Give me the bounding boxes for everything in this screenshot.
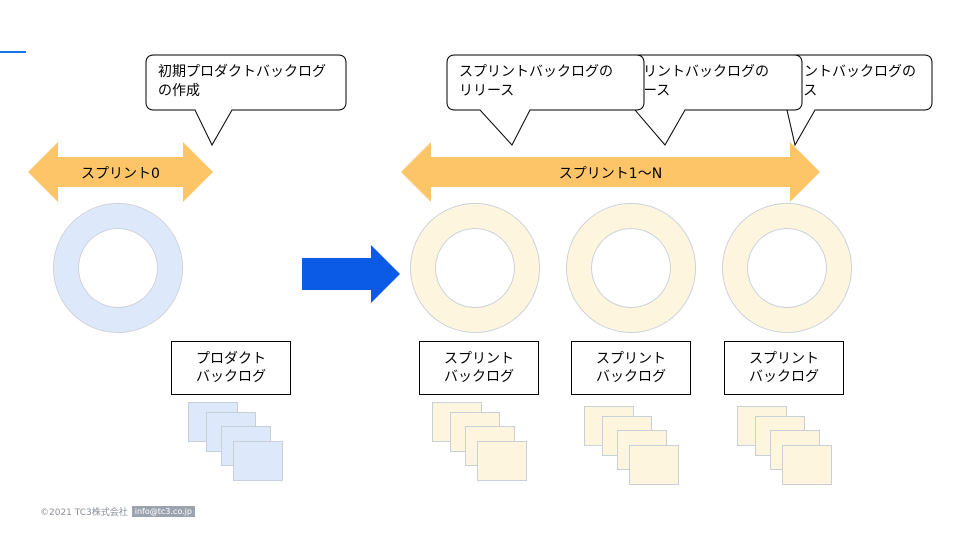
sprint-backlog-box-2: スプリント バックログ (571, 341, 691, 395)
callout-1-text: スプリントバックログの リリース (459, 64, 613, 99)
backlog-sheet (629, 445, 679, 485)
sprint0-ring (54, 204, 182, 332)
product-backlog-box: プロダクト バックログ (171, 341, 291, 395)
flow-arrow (302, 245, 400, 303)
copyright-text: ©2021 TC3株式会社 (40, 508, 128, 518)
callout-bubble-1 (446, 54, 645, 146)
sprint1n-double-arrow (401, 142, 820, 202)
callout-initial-text: 初期プロダクトバックログ の作成 (158, 64, 326, 99)
accent-line (0, 51, 26, 53)
backlog-sheet (477, 441, 527, 481)
sprint-backlog-box-1: スプリント バックログ (419, 341, 539, 395)
backlog-sheet (782, 445, 832, 485)
callout-3-text: スプリントバックログの リリース (803, 64, 916, 99)
sprint-ring-3 (723, 204, 851, 332)
callout-2-text: スプリントバックログの リリース (645, 64, 769, 99)
callout-2-clip: スプリントバックログの リリース (645, 56, 801, 109)
sprint1n-label: スプリント1〜N (558, 166, 663, 182)
sprint-ring-2 (567, 204, 695, 332)
footer: ©2021 TC3株式会社 info@tc3.co.jp (40, 505, 195, 518)
sprint-backlog-box-3: スプリント バックログ (724, 341, 844, 395)
callout-bubble-initial (145, 54, 347, 147)
callout-bubble-3 (765, 54, 933, 147)
email-badge[interactable]: info@tc3.co.jp (131, 506, 195, 517)
sprint0-label: スプリント0 (81, 166, 160, 182)
callout-3-clip: スプリントバックログの リリース (803, 56, 931, 109)
callout-bubble-2 (614, 54, 803, 146)
sprint-ring-1 (411, 204, 539, 332)
backlog-sheet (233, 441, 283, 481)
sprint0-double-arrow (28, 142, 213, 202)
